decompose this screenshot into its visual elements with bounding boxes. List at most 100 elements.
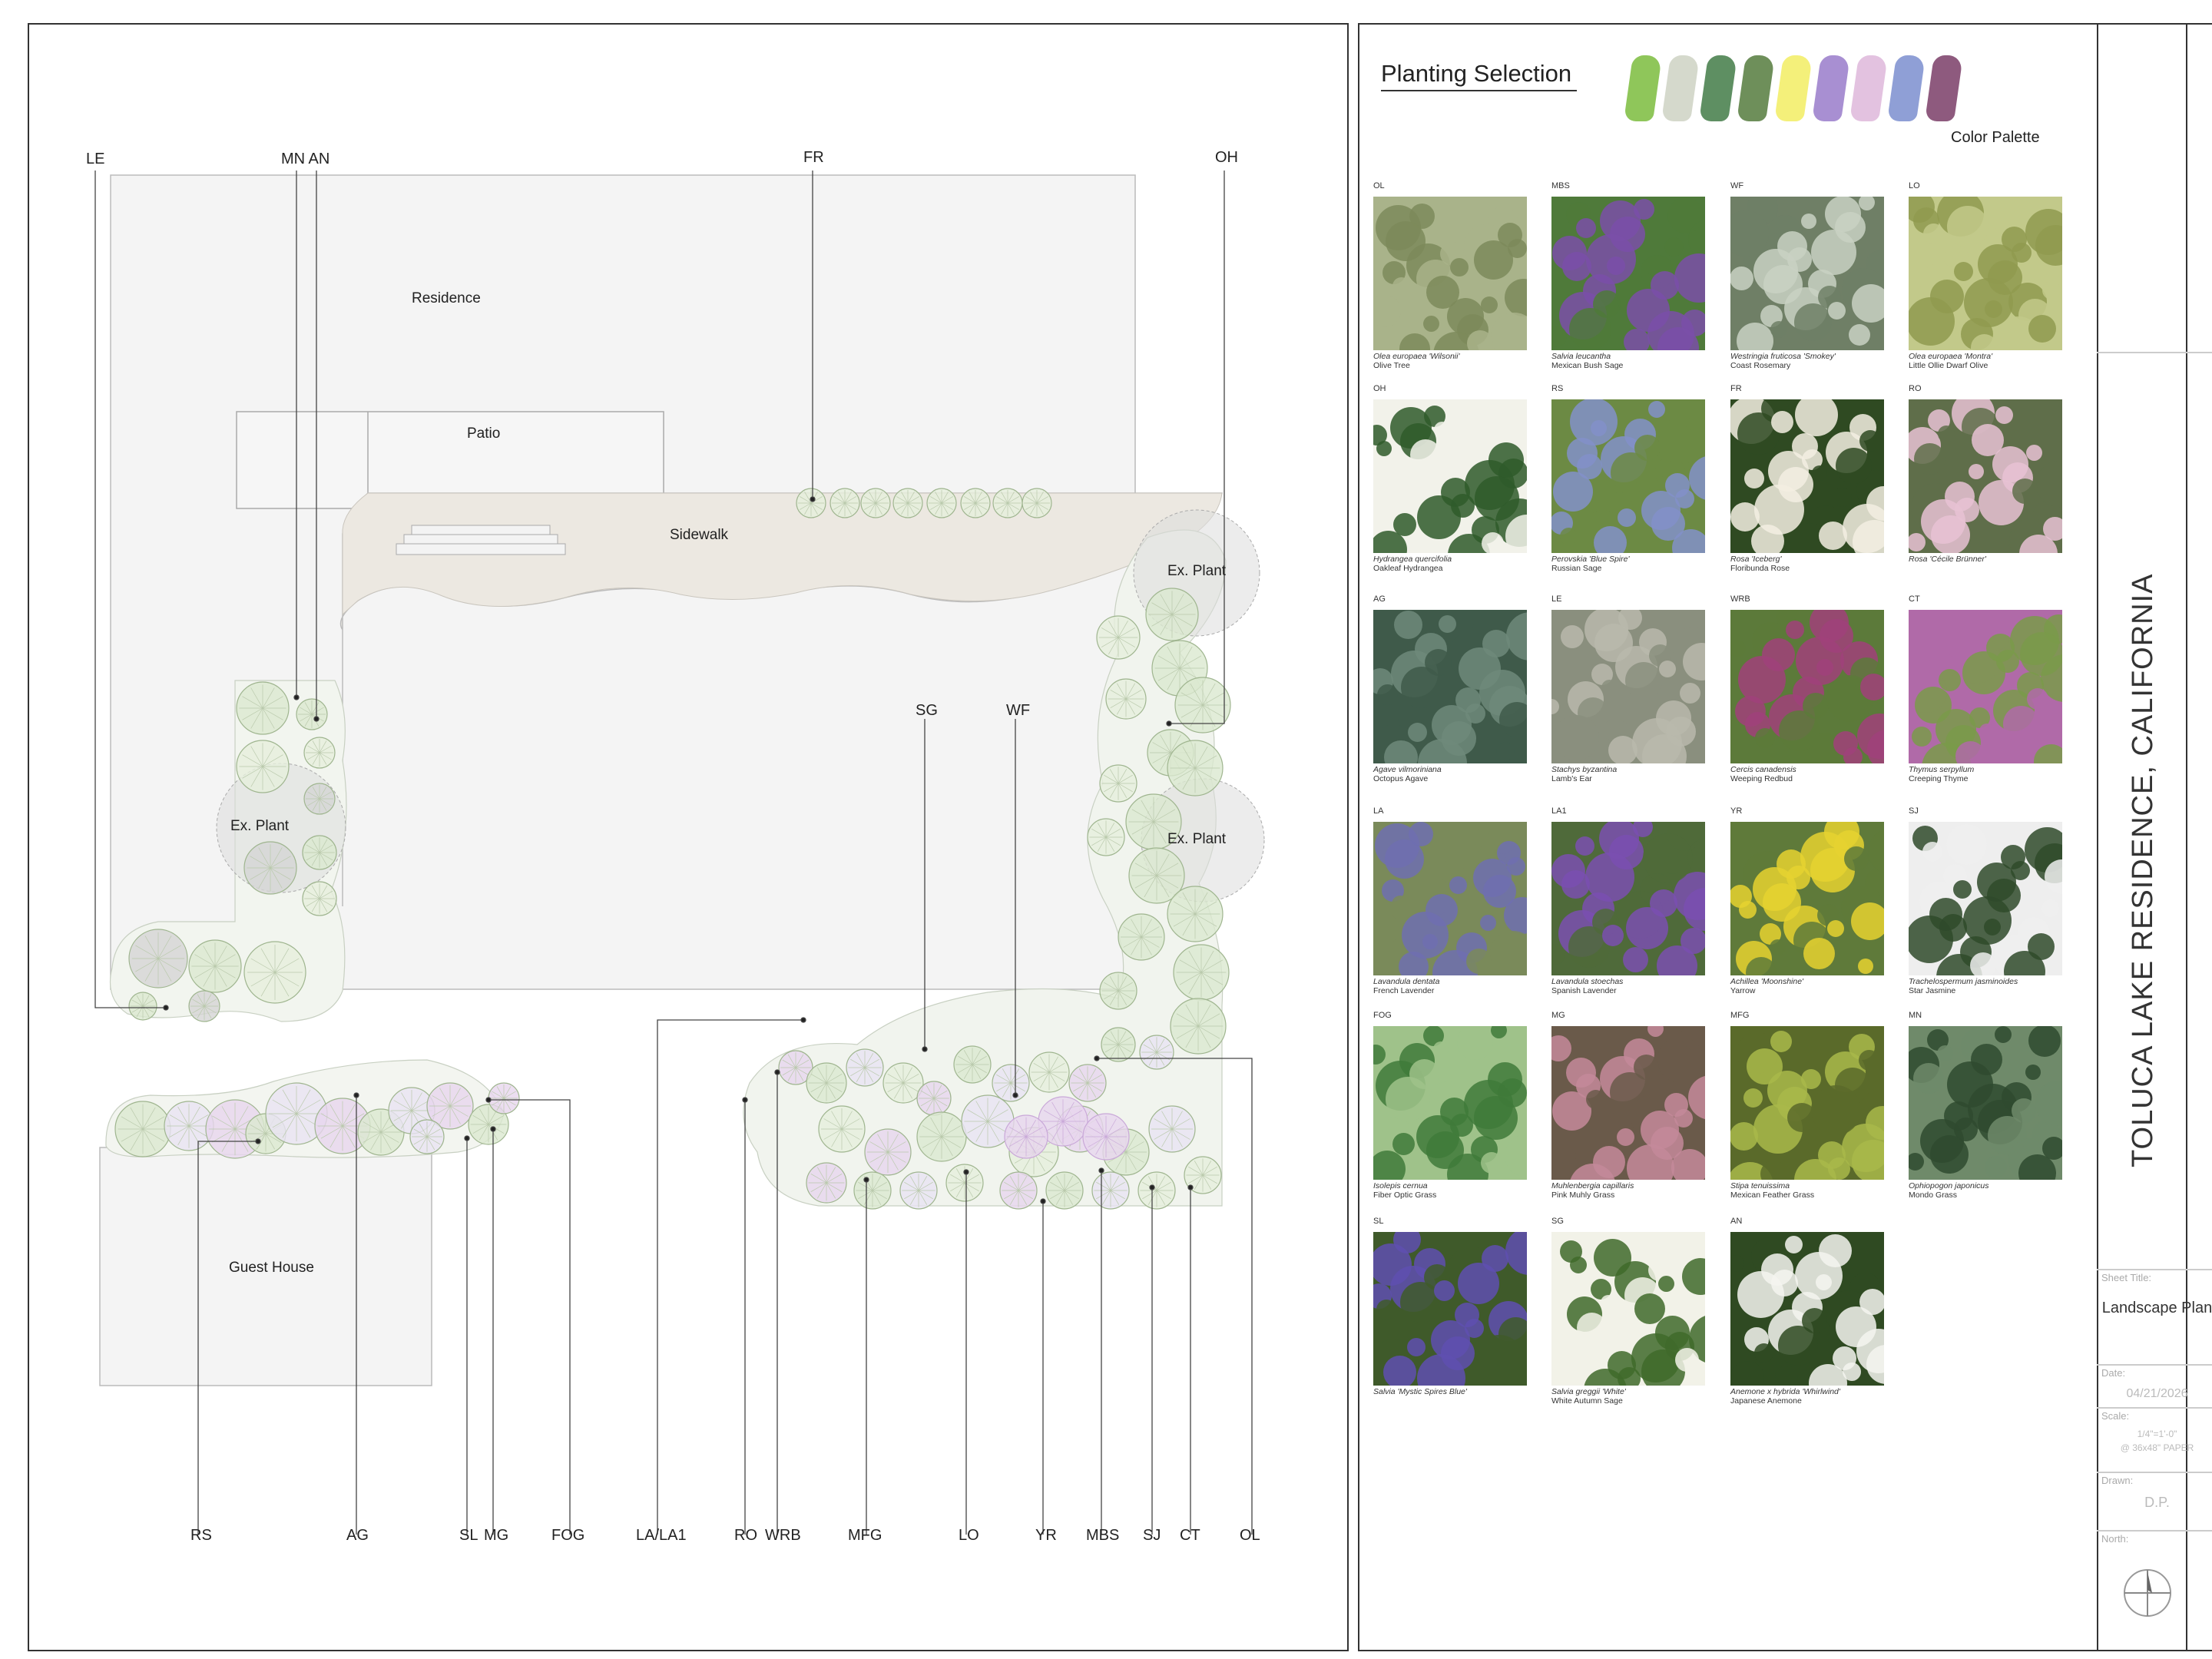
plant-symbol-spoke <box>1141 800 1154 823</box>
plant-symbol-spoke <box>401 1110 412 1129</box>
plant-symbol-spoke <box>1171 614 1184 635</box>
plant-symbol-spoke <box>838 502 846 515</box>
leader-endpoint <box>293 694 300 700</box>
plant-symbol-spoke <box>1025 496 1038 504</box>
plant-symbol-spoke <box>1091 828 1107 838</box>
plant-common-name: Spanish Lavender <box>1551 986 1617 995</box>
plant-symbol-spoke <box>1202 704 1225 718</box>
plant-symbol-spoke <box>130 1107 144 1130</box>
plant-symbol-spoke <box>1141 936 1152 955</box>
leader-endpoint <box>255 1138 261 1144</box>
plant-code: AG <box>1373 594 1386 604</box>
plant-symbol-spoke <box>135 945 159 959</box>
ex-plant-label-1: Ex. Plant <box>1167 563 1227 579</box>
plant-photo <box>1373 1026 1527 1180</box>
leader-endpoint <box>1187 1184 1194 1190</box>
plant-symbol-spoke <box>975 1121 988 1142</box>
plant-symbol-spoke <box>250 856 271 869</box>
plant-symbol-spoke <box>1171 1128 1190 1140</box>
plant-symbol-spoke <box>1064 1190 1074 1205</box>
plant-symbol-spoke <box>1087 1074 1102 1084</box>
plant-symbol-spoke <box>810 502 823 510</box>
plant-symbol-spoke <box>975 502 987 510</box>
plant-common-name: Russian Sage <box>1551 564 1602 573</box>
patio-steps <box>396 525 566 555</box>
plant-symbol-spoke <box>877 1134 889 1153</box>
plant-common-name: Octopus Agave <box>1373 774 1429 783</box>
plant-symbol-spoke <box>1002 1082 1012 1098</box>
ex-plant-label-2: Ex. Plant <box>1167 831 1227 847</box>
plant-symbol-spoke <box>902 1073 919 1084</box>
plant-symbol-spoke <box>1062 1110 1083 1122</box>
callout-sg: SG <box>916 702 938 719</box>
plant-photo <box>1730 610 1884 763</box>
plant-symbol-spoke <box>1025 1136 1043 1147</box>
plant-code: RO <box>1909 384 1922 393</box>
plant-symbol-spoke <box>893 1082 904 1099</box>
plant-symbol-spoke <box>1156 875 1179 889</box>
plant-symbol-spoke <box>1048 1071 1065 1082</box>
plant-symbol-spoke <box>996 1074 1012 1084</box>
plant-symbol-spoke <box>169 1125 190 1137</box>
plant-symbol-spoke <box>1025 502 1038 510</box>
plant-symbol-spoke <box>1125 683 1136 700</box>
plan-frame <box>28 23 1349 1651</box>
plant-symbol-spoke <box>234 1128 249 1152</box>
plant-photo <box>1909 399 2062 553</box>
titleblock-frame <box>2097 23 2212 1651</box>
plant-symbol-spoke <box>1105 1136 1124 1147</box>
plant-symbol-spoke <box>909 1190 919 1205</box>
plant-symbol-spoke <box>904 1190 919 1200</box>
plant-symbol-spoke <box>1110 1044 1119 1058</box>
plant-scientific-name: Muhlenbergia capillaris <box>1551 1181 1634 1190</box>
plant-scientific-name: Olea europaea 'Montra' <box>1909 352 1993 361</box>
plant-symbol-spoke <box>300 707 313 715</box>
callout-la-la1: LA/LA1 <box>636 1527 687 1544</box>
plant-symbol-spoke <box>262 707 275 729</box>
plant-symbol-spoke <box>393 1110 412 1121</box>
plant-scientific-name: Trachelospermum jasminoides <box>1909 977 2018 986</box>
plant-symbol-spoke <box>142 1128 156 1151</box>
plant-symbol-spoke <box>319 839 328 853</box>
callout-oh: OH <box>1215 149 1238 166</box>
plant-symbol-spoke <box>941 1125 962 1137</box>
plant-symbol-spoke <box>307 752 320 760</box>
plant-symbol-spoke <box>329 1125 343 1148</box>
plant-symbol-spoke <box>841 1128 860 1140</box>
plant-symbol-spoke <box>1171 1128 1183 1147</box>
callout-mg: MG <box>484 1527 509 1544</box>
plant-symbol-spoke <box>804 492 812 504</box>
plant-symbol-spoke <box>319 898 328 912</box>
plant-symbol-spoke <box>472 1114 489 1125</box>
plant-symbol-spoke <box>1179 646 1193 669</box>
plant-symbol-spoke <box>1188 1174 1204 1184</box>
plant-symbol-spoke <box>320 1125 343 1139</box>
leader-line <box>197 1141 258 1535</box>
plant-symbol-spoke <box>922 1125 942 1137</box>
plant-symbol-spoke <box>282 1089 297 1114</box>
plant-code: SG <box>1551 1217 1564 1226</box>
leader-endpoint <box>1166 720 1172 727</box>
plant-symbol-spoke <box>1153 821 1176 835</box>
plant-common-name: French Lavender <box>1373 986 1435 995</box>
plant-symbol-spoke <box>844 502 852 515</box>
plant-symbol-spoke <box>1087 1068 1097 1084</box>
leader-endpoint <box>353 1092 359 1098</box>
plant-symbol-spoke <box>1078 1082 1088 1098</box>
plant-symbol-spoke <box>306 852 320 861</box>
plant-common-name: Fiber Optic Grass <box>1373 1190 1437 1200</box>
plant-symbol-spoke <box>250 1124 267 1134</box>
leader-endpoint <box>863 1177 869 1183</box>
plant-symbol-spoke <box>300 714 313 722</box>
plant-symbol-spoke <box>926 1084 935 1099</box>
plant-common-name: Yarrow <box>1730 986 1756 995</box>
plant-common-name: White Autumn Sage <box>1551 1396 1623 1406</box>
plant-symbol-spoke <box>169 1114 190 1127</box>
plant-code: OH <box>1373 384 1386 393</box>
leader-line <box>94 171 166 1008</box>
plant-symbol-spoke <box>1101 628 1119 638</box>
plant-symbol-spoke <box>1118 783 1128 798</box>
callout-wf: WF <box>1006 702 1031 719</box>
plant-symbol-spoke <box>1039 1071 1050 1088</box>
plant-symbol-spoke <box>858 1190 873 1200</box>
